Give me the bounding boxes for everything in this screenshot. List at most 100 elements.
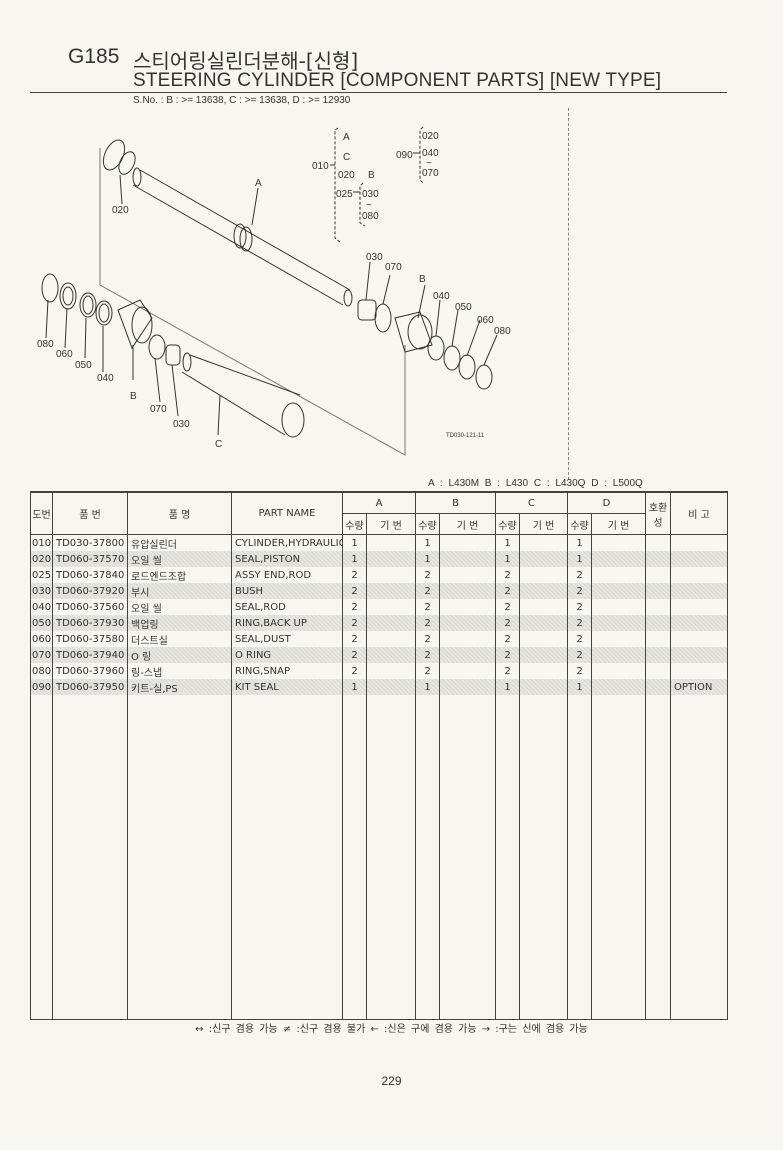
col-qty: 수량 (495, 513, 520, 535)
cell-empty (670, 695, 729, 1020)
cell-empty (366, 663, 416, 679)
cell-d: 2 (567, 647, 593, 663)
piston-rod (132, 167, 353, 307)
cell-empty (366, 567, 416, 583)
cell-empty (591, 599, 647, 615)
col-part-name: PART NAME (231, 491, 343, 535)
callout-050: 050 (75, 360, 92, 371)
legend-010: 010 (312, 161, 329, 172)
cell-c: 1 (495, 551, 520, 567)
cell-empty (591, 551, 647, 567)
cell-empty (518, 663, 569, 679)
cell-ref: 060 (30, 631, 53, 647)
cell-ref: 020 (30, 551, 53, 567)
col-part-no: 품 번 (52, 491, 128, 535)
cell-b: 2 (415, 615, 440, 631)
cell-empty (231, 695, 343, 1020)
cell-ref: 080 (30, 663, 53, 679)
cell-empty (366, 695, 416, 1020)
snap-ring (41, 273, 59, 303)
legend-tilde: ~ (366, 200, 372, 211)
cell-empty (366, 583, 416, 599)
cell-ref: 025 (30, 567, 53, 583)
cell-part-no: TD060-37580 (52, 631, 128, 647)
header-rule (30, 92, 727, 93)
legend-020: 020 (338, 170, 355, 181)
cell-b: 1 (415, 534, 440, 551)
cell-remarks (670, 647, 729, 663)
bracket-lines (99, 148, 406, 456)
cell-name-kr: 오일 씰 (127, 551, 232, 567)
diagram-callouts: A 020 080 060 050 040 B 070 030 C 030 07… (37, 131, 511, 450)
cell-remarks (670, 663, 729, 679)
title-korean: 스티어링실린더분해-[신형] (133, 49, 359, 73)
cell-empty (591, 583, 647, 599)
cell-c: 2 (495, 631, 520, 647)
col-compat: 호환성 (645, 491, 672, 535)
cell-empty (439, 631, 496, 647)
cell-empty (366, 551, 416, 567)
cell-empty (518, 567, 569, 583)
cell-c: 2 (495, 599, 520, 615)
cell-empty (518, 695, 569, 1020)
cylinder-tube (181, 352, 305, 438)
cell-empty (645, 663, 672, 679)
legend-c: C (343, 152, 350, 163)
cell-empty (645, 647, 672, 663)
cell-a: 1 (342, 679, 367, 695)
callout-030: 030 (366, 252, 383, 263)
cell-remarks (670, 599, 729, 615)
cell-empty (567, 695, 593, 1020)
cell-part-no: TD060-37920 (52, 583, 128, 599)
cell-c: 2 (495, 647, 520, 663)
legend-020: 020 (422, 131, 439, 142)
callout-030: 030 (173, 419, 190, 430)
legend-025: 025 (336, 189, 353, 200)
cell-empty (645, 615, 672, 631)
cell-b: 2 (415, 583, 440, 599)
cell-remarks (670, 551, 729, 567)
legend-080: 080 (362, 211, 379, 222)
cell-empty (645, 551, 672, 567)
cell-empty (591, 679, 647, 695)
cell-name-kr: 백업링 (127, 615, 232, 631)
cell-a: 2 (342, 615, 367, 631)
col-qty: 수량 (415, 513, 440, 535)
cell-empty (366, 647, 416, 663)
cell-c: 2 (495, 615, 520, 631)
cell-empty (366, 615, 416, 631)
cell-empty (518, 599, 569, 615)
cell-remarks (670, 631, 729, 647)
cell-c: 2 (495, 663, 520, 679)
cell-d: 1 (567, 534, 593, 551)
divider-dashed (568, 108, 569, 480)
cell-ref: 030 (30, 583, 53, 599)
cell-empty (439, 534, 496, 551)
cell-empty (518, 679, 569, 695)
cell-c: 2 (495, 567, 520, 583)
cell-d: 2 (567, 663, 593, 679)
cell-part-no: TD060-37940 (52, 647, 128, 663)
callout-080: 080 (494, 326, 511, 337)
cell-empty (127, 695, 232, 1020)
cell-empty (439, 679, 496, 695)
col-qty: 수량 (342, 513, 367, 535)
col-serial: 기 번 (591, 513, 647, 535)
cell-remarks (670, 583, 729, 599)
cell-empty (439, 663, 496, 679)
cell-a: 2 (342, 599, 367, 615)
cell-empty (439, 567, 496, 583)
cell-part-name: RING,SNAP (231, 663, 343, 679)
cell-b: 1 (415, 551, 440, 567)
model-key: A : L430M B : L430 C : L430Q D : L500Q (428, 478, 643, 489)
callout-c: C (215, 439, 222, 450)
cell-d: 2 (567, 599, 593, 615)
cell-part-name: CYLINDER,HYDRAULIC (231, 534, 343, 551)
callout-b: B (130, 391, 137, 402)
